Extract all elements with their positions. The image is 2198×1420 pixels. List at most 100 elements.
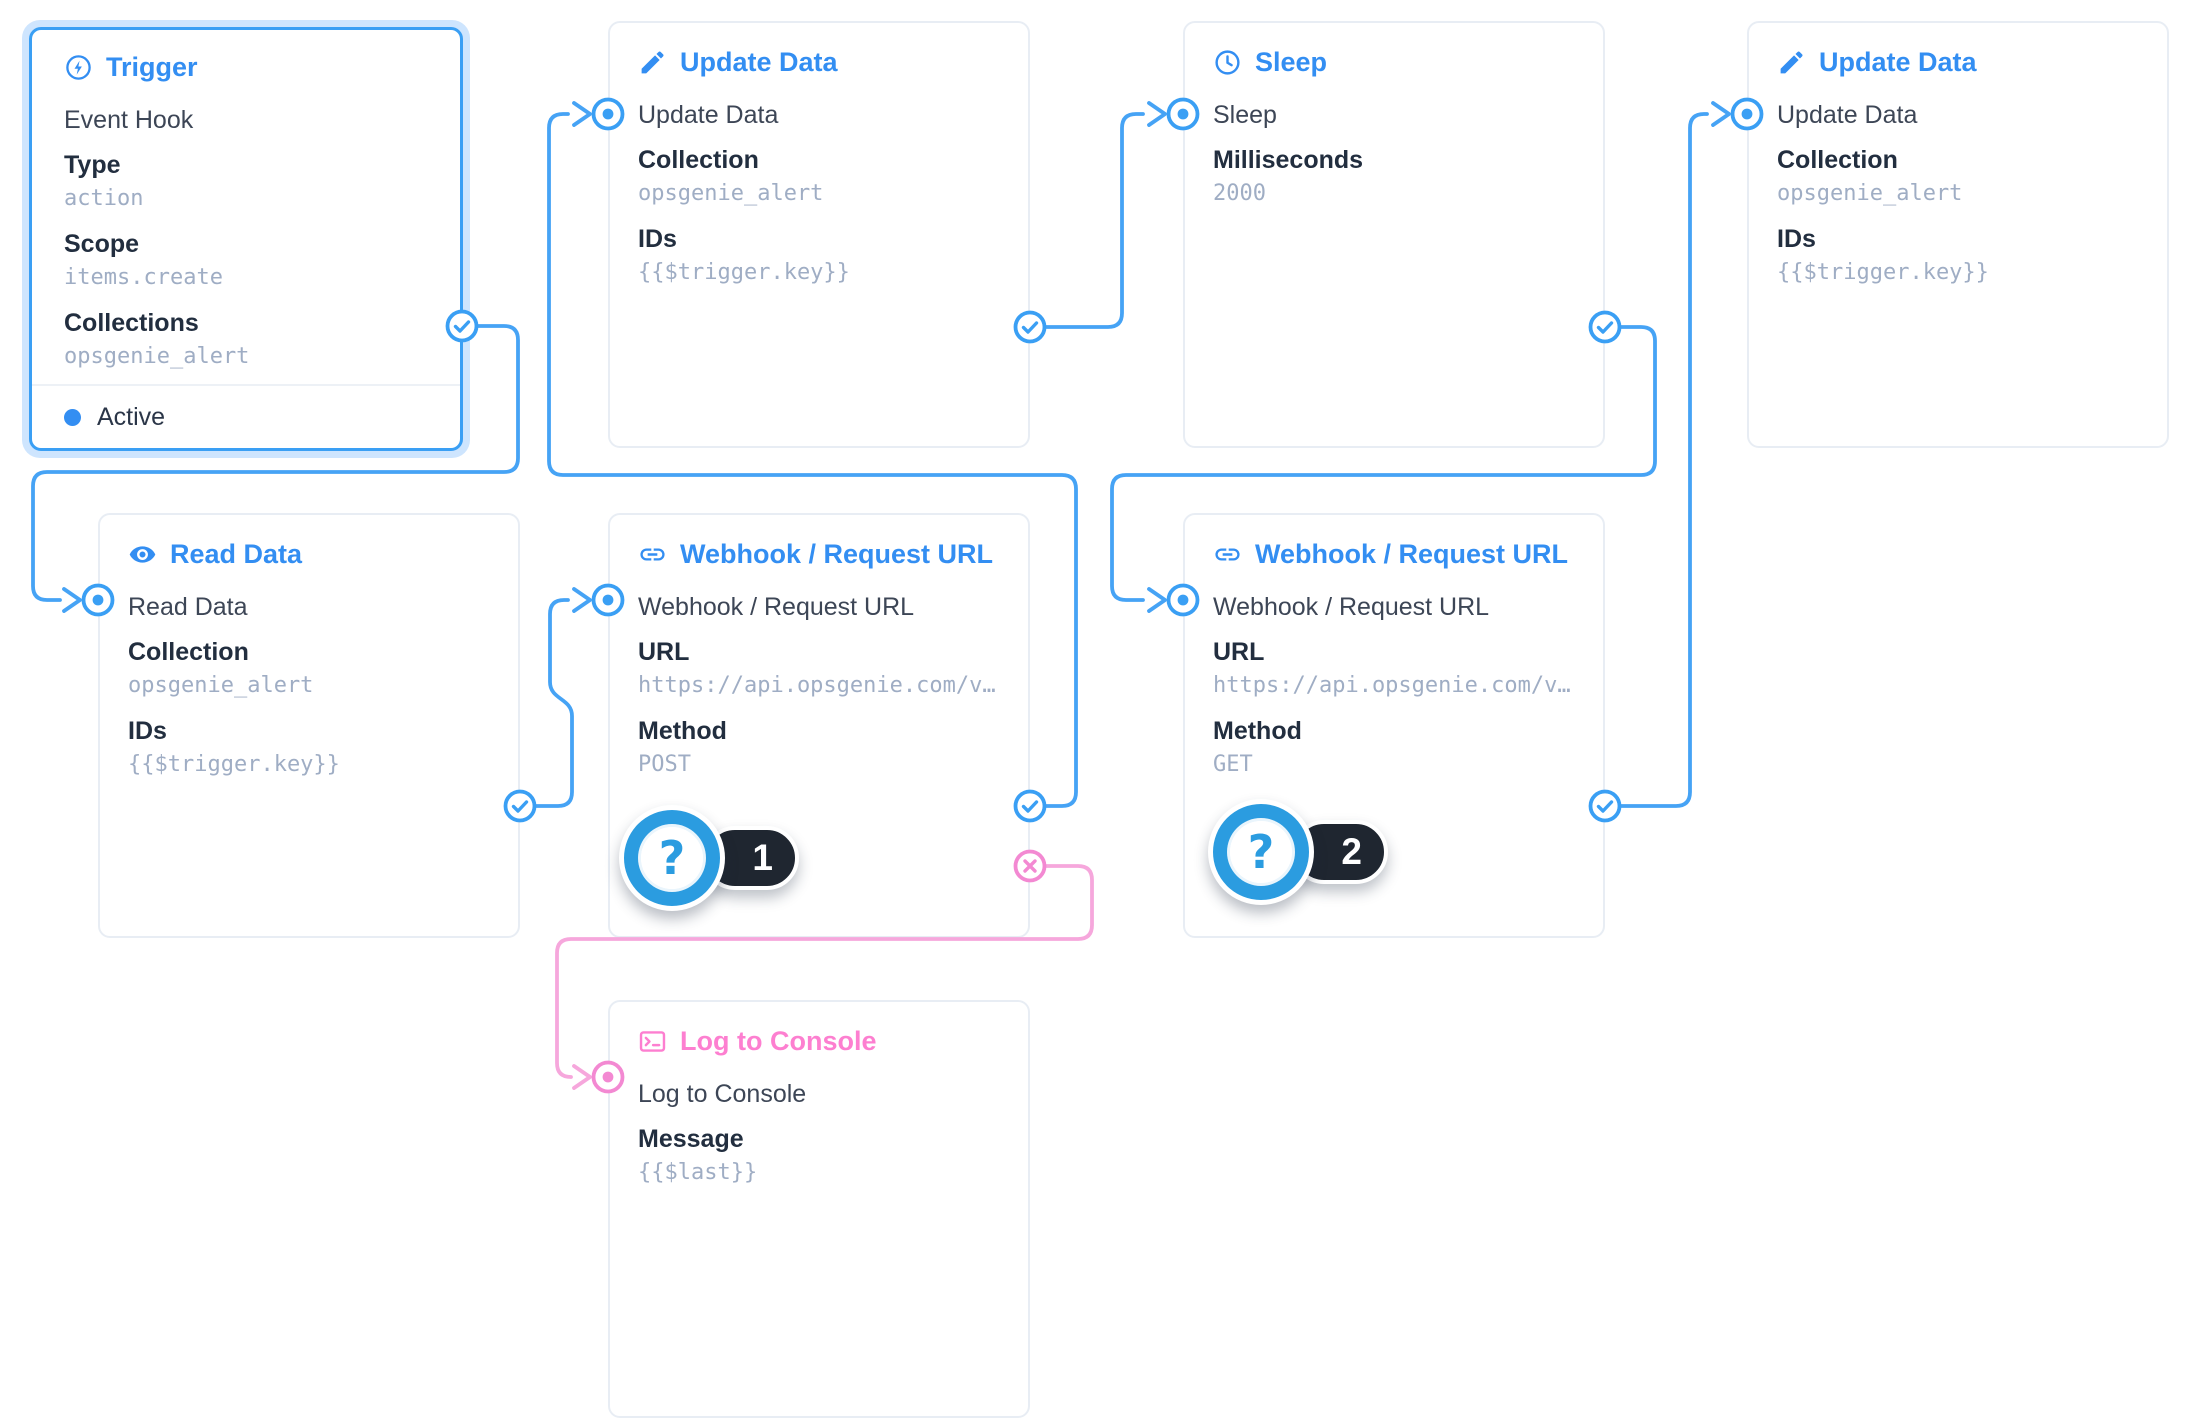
badge-question-glyph: ? (641, 827, 703, 889)
field-value: action (64, 186, 144, 211)
node-field: Collection opsgenie_alert (128, 636, 490, 702)
node-update-data-2[interactable]: Update Data Update Data Collection opsgen… (1747, 21, 2169, 448)
field-value: opsgenie_alert (1777, 181, 1963, 206)
arrowhead-icon (62, 587, 82, 613)
node-title-label: Log to Console (680, 1026, 877, 1056)
node-title-label: Read Data (170, 539, 303, 569)
field-label: IDs (1777, 225, 1816, 253)
node-field: Collection opsgenie_alert (1777, 144, 2139, 210)
field-label: IDs (638, 225, 677, 253)
field-value: https://api.opsgenie.com/v… (638, 673, 996, 698)
field-value: 2000 (1213, 181, 1266, 206)
field-value: opsgenie_alert (128, 673, 314, 698)
status-label: Active (97, 402, 166, 431)
arrowhead-icon (1711, 101, 1731, 127)
node-field: Milliseconds 2000 (1213, 144, 1575, 210)
node-title: Trigger (64, 50, 428, 84)
node-field: IDs{{$trigger.key}} (1777, 223, 2139, 289)
node-name-line: Update Data (1777, 101, 1918, 129)
pencil-icon (1780, 51, 1803, 73)
terminal-icon (639, 1030, 666, 1052)
node-name-line: Sleep (1213, 101, 1277, 129)
node-title: Log to Console (638, 1024, 1000, 1058)
field-label: Collection (638, 146, 759, 174)
node-title-label: Update Data (1819, 47, 1977, 77)
arrowhead-icon (1147, 101, 1167, 127)
question-mark-icon: ? (1208, 799, 1314, 905)
node-log-to-console[interactable]: Log to Console Log to Console Message{{$… (608, 1000, 1030, 1418)
link-icon (640, 547, 665, 561)
node-title-label: Webhook / Request URL (1255, 539, 1569, 569)
node-name-line: Read Data (128, 593, 248, 621)
field-label: Method (638, 717, 727, 745)
field-value: items.create (64, 265, 223, 290)
node-title-label: Update Data (680, 47, 838, 77)
node-update-data-1[interactable]: Update Data Update Data Collection opsgen… (608, 21, 1030, 448)
node-name-line: Webhook / Request URL (638, 593, 915, 621)
node-title: Update Data (638, 45, 1000, 79)
status-dot-icon (64, 408, 81, 426)
field-label: Scope (64, 230, 140, 258)
arrowhead-icon (572, 101, 592, 127)
arrowhead-icon (572, 587, 592, 613)
node-name-line: Update Data (638, 101, 779, 129)
clock-icon (1215, 49, 1240, 75)
node-title: Update Data (1777, 45, 2139, 79)
field-value: opsgenie_alert (638, 181, 824, 206)
node-fields: Message {{$last}} (638, 1123, 1000, 1189)
trigger-status-footer: Active (32, 384, 460, 448)
badge-question-glyph: ? (1230, 821, 1292, 883)
node-field: Collection opsgenie_alert (638, 144, 1000, 210)
node-name-line: Webhook / Request URL (1213, 593, 1490, 621)
node-field: Scope items.create (64, 228, 428, 294)
edge-update-data-1-to-sleep (1042, 112, 1145, 329)
node-title: Read Data (128, 537, 490, 571)
node-title: Sleep (1213, 45, 1575, 79)
field-label: Collection (1777, 146, 1898, 174)
field-label: Type (64, 151, 121, 179)
field-value: POST (638, 752, 691, 777)
field-label: Collections (64, 309, 199, 337)
node-title-label: Trigger (106, 52, 198, 82)
node-read-data[interactable]: Read Data Read Data Collection opsgenie_a… (98, 513, 520, 938)
field-label: Message (638, 1125, 744, 1153)
bolt-circle-icon (66, 54, 91, 80)
node-field: URL https://api.opsgenie.com/v… (638, 636, 1000, 702)
arrowhead-icon (1147, 587, 1167, 613)
field-value: {{$last}} (638, 1160, 758, 1185)
edge-read-data-to-webhook-1 (532, 598, 574, 808)
arrowhead-icon (572, 1064, 592, 1090)
unresolved-step-badge-2[interactable]: 2 ? (1208, 799, 1388, 905)
field-value: https://api.opsgenie.com/v… (1213, 673, 1571, 698)
node-title: Webhook / Request URL (1213, 537, 1575, 571)
field-label: Milliseconds (1213, 146, 1364, 174)
node-name-line: Event Hook (64, 106, 194, 134)
edge-webhook-2-to-update-data-2 (1617, 112, 1709, 808)
node-field: IDs{{$trigger.key}} (638, 223, 1000, 289)
field-label: IDs (128, 717, 167, 745)
node-sleep[interactable]: Sleep Sleep Milliseconds 2000 (1183, 21, 1605, 448)
field-label: Collection (128, 638, 249, 666)
node-field: Message {{$last}} (638, 1123, 1000, 1189)
node-title-label: Webhook / Request URL (680, 539, 994, 569)
field-label: URL (638, 638, 690, 666)
node-title: Webhook / Request URL (638, 537, 1000, 571)
unresolved-step-badge-1[interactable]: 1 ? (619, 805, 799, 911)
node-field: Type action (64, 149, 428, 215)
eye-icon (129, 545, 156, 563)
node-title-label: Sleep (1255, 47, 1328, 77)
pencil-icon (641, 51, 664, 73)
